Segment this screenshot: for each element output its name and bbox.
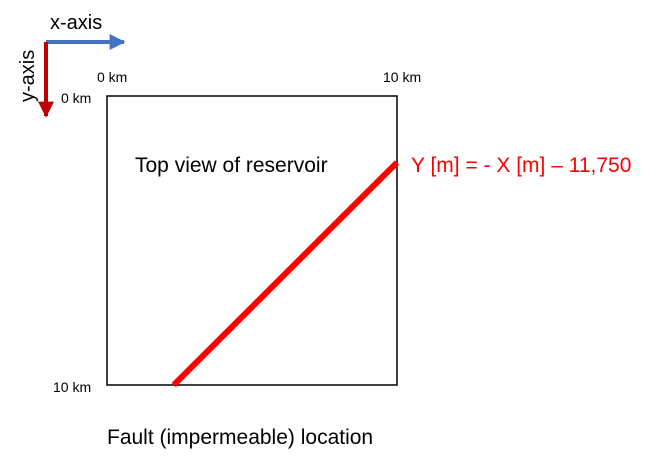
fault-line	[171, 160, 400, 388]
y-axis-label: y-axis	[17, 50, 39, 102]
tick-x-end: 10 km	[383, 69, 421, 85]
tick-y-start: 0 km	[61, 90, 91, 106]
reservoir-title: Top view of reservoir	[135, 154, 328, 177]
caption: Fault (impermeable) location	[107, 426, 373, 449]
tick-x-start: 0 km	[97, 69, 127, 85]
x-axis-label: x-axis	[50, 12, 102, 34]
reservoir-box	[106, 95, 398, 386]
tick-y-end: 10 km	[53, 379, 91, 395]
fault-equation: Y [m] = - X [m] – 11,750	[411, 154, 631, 177]
